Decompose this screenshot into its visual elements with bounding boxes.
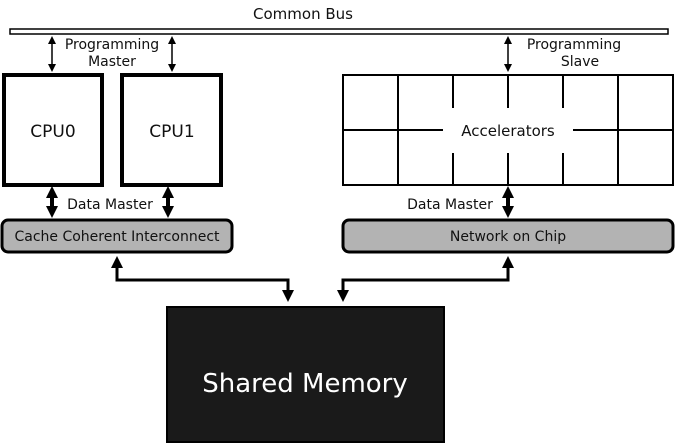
programming-slave-label-2: Slave [561, 54, 599, 70]
cache-interconnect-label: Cache Coherent Interconnect [14, 229, 220, 245]
interconnect-memory-link [111, 256, 294, 302]
accelerators-block: Accelerators [342, 74, 674, 186]
cpu0-block: CPU0 [2, 73, 104, 187]
accelerators-label: Accelerators [461, 122, 555, 140]
cache-coherent-interconnect: Cache Coherent Interconnect [0, 218, 234, 254]
common-bus [9, 28, 669, 35]
noc-memory-link [337, 256, 514, 302]
shared-memory-block: Shared Memory [166, 306, 445, 443]
programming-slave-label-1: Programming [527, 37, 621, 53]
programming-master-label-2: Master [88, 54, 136, 70]
data-master-left-label: Data Master [67, 197, 153, 213]
cpu0-label: CPU0 [30, 122, 75, 142]
shared-memory-label: Shared Memory [202, 369, 408, 399]
cpu1-label: CPU1 [149, 122, 194, 142]
noc-label: Network on Chip [450, 229, 566, 245]
data-master-right-label: Data Master [407, 197, 493, 213]
bus-title: Common Bus [253, 5, 353, 23]
programming-master-label-1: Programming [65, 37, 159, 53]
cpu1-block: CPU1 [120, 73, 223, 187]
network-on-chip: Network on Chip [341, 218, 675, 254]
